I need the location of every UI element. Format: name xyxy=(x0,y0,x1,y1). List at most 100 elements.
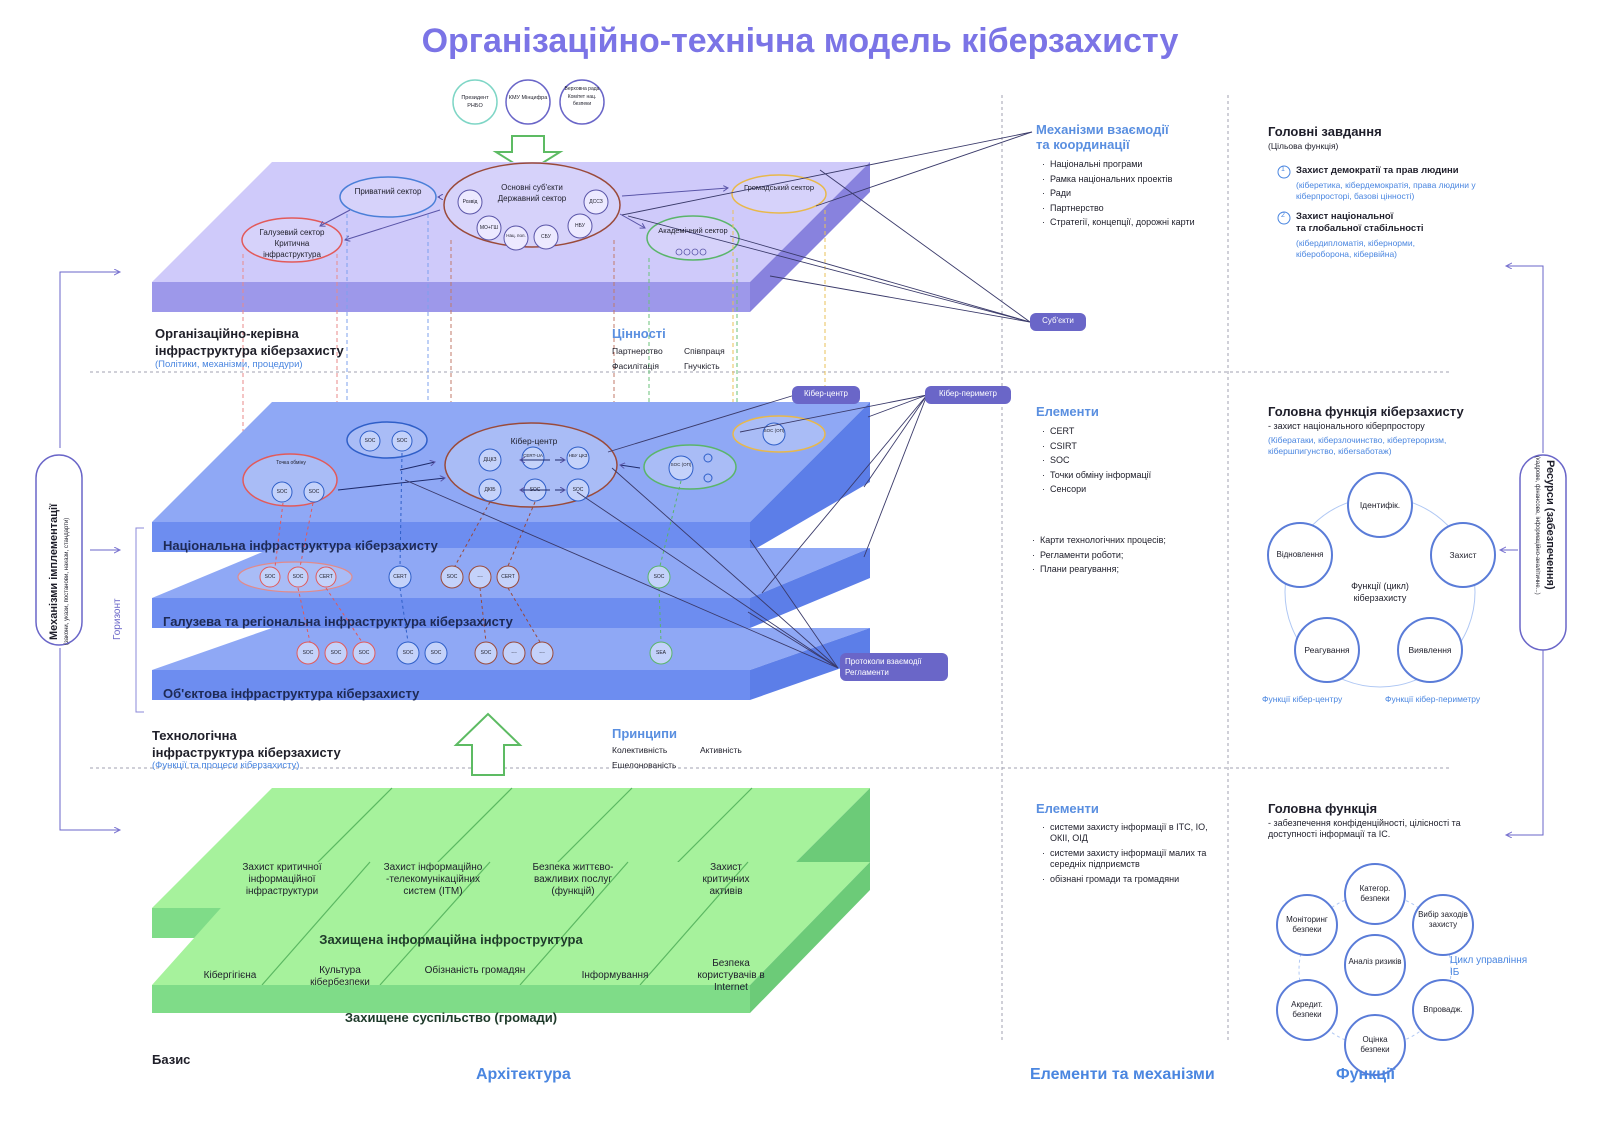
r-soc-1: SOC xyxy=(264,574,276,580)
actor-kmu xyxy=(505,79,551,125)
o-ellipsis-2: ... xyxy=(539,648,545,655)
cycle-detect: Виявлення xyxy=(1408,645,1452,655)
tasks-title: Головні завдання xyxy=(1268,124,1382,139)
national-layer-front xyxy=(152,522,750,552)
node-dckz: ДЦКЗ xyxy=(483,457,497,463)
cyber-cycle-center: Функції (цикл) кіберзахисту xyxy=(1351,581,1409,603)
node-nbu-ckz: НБУ ЦКЗ xyxy=(568,453,588,458)
actor-president-label: Президент РНБО xyxy=(461,95,489,109)
society-cell-5: Безпека користувачів в Internet xyxy=(697,958,765,993)
footer-architecture: Архітектура xyxy=(476,1066,571,1083)
civil-sector-label: Громадський сектор xyxy=(743,183,815,192)
is-implement: Впровадж. xyxy=(1423,1005,1463,1014)
function-subtitle: - захист національного кіберпростору xyxy=(1268,421,1425,431)
function-title: Головна функція кіберзахисту xyxy=(1268,404,1464,419)
base-cell-1: Захист критичної інформаційної інфрастру… xyxy=(242,862,322,897)
mechanisms-list: Національні програми Рамка національних … xyxy=(1040,157,1220,230)
task1-title: Захист демократії та прав людини xyxy=(1296,165,1459,176)
actor-kmu-label: КМУ Мінцифра xyxy=(508,95,548,101)
page-title: Організаційно-технічна модель кіберзахис… xyxy=(421,22,1179,60)
tasks-subtitle: (Цільова функція) xyxy=(1268,141,1339,151)
node-rozvid: Розвід xyxy=(462,199,478,205)
principles-title: Принципи xyxy=(612,726,677,741)
regional-layer-front xyxy=(152,598,750,628)
node-sbu: СБУ xyxy=(541,234,551,240)
r-soc-4: SOC xyxy=(653,574,665,580)
object-layer-front xyxy=(152,670,750,700)
elements-title-2: Елементи xyxy=(1036,801,1099,816)
cycle-recover: Відновлення xyxy=(1276,550,1324,559)
is-assess: Оцінка безпеки xyxy=(1360,1035,1390,1054)
civil-sector-ellipse xyxy=(731,174,827,214)
academic-sector-label: Академічний сектор xyxy=(658,226,728,235)
soc-4: SOC xyxy=(308,489,320,495)
org-layer-side xyxy=(750,162,870,312)
r-cert-3: CERT xyxy=(501,574,515,580)
cyber-perimeter-badge-label: Кібер-периметр xyxy=(939,389,997,398)
is-accredit: Акредит. безпеки xyxy=(1291,1000,1323,1019)
elements-list-1: CERT CSIRT SOC Точки обміну інформації С… xyxy=(1040,424,1220,497)
o-soc-3: SOC xyxy=(358,650,370,656)
cycle-identify: Ідентифік. xyxy=(1359,500,1401,510)
function-note: (Кібератаки, кіберзлочинство, кібертерор… xyxy=(1268,435,1447,456)
cyber-center-label: Кібер-центр xyxy=(510,436,558,446)
private-sector-label: Приватний сектор xyxy=(354,187,422,196)
o-soc-4: SOC xyxy=(402,650,414,656)
protected-society-label: Захищене суспільство (громади) xyxy=(344,1010,558,1025)
subjects-badge-label: Суб'єкти xyxy=(1042,316,1074,325)
cycle-respond: Реагування xyxy=(1304,645,1350,655)
protected-society-front xyxy=(152,985,750,1013)
node-dkib: ДКІБ xyxy=(484,487,496,493)
o-soc-5: SOC xyxy=(430,650,442,656)
r-soc-2: SOC xyxy=(292,574,304,580)
regional-layer-label: Галузева та регіональна інфраструктура к… xyxy=(163,614,513,629)
horizon-label: Горизонт xyxy=(112,598,123,640)
r-soc-3: SOC xyxy=(446,574,458,580)
r-cert-1: CERT xyxy=(319,574,333,580)
node-nat-pol: Нац. пол. xyxy=(506,233,526,238)
node-dssz: ДССЗ xyxy=(589,199,603,205)
cycle-protect: Захист xyxy=(1449,550,1477,560)
resources-sub: (кадрове, фінансове, інформаційно-аналіт… xyxy=(1534,456,1540,595)
resources-label: Ресурси (забезпечення) xyxy=(1544,460,1556,590)
cyber-center-badge xyxy=(792,386,860,404)
subjects-badge xyxy=(1030,313,1086,331)
o-soc-2: SOC xyxy=(330,650,342,656)
up-arrow xyxy=(453,712,523,776)
society-cell-2: Культура кібербезпеки xyxy=(310,965,370,988)
r-ellipsis: ... xyxy=(477,572,483,579)
task2-number: 2 xyxy=(1281,212,1285,219)
academic-sector-ellipse xyxy=(646,215,740,261)
task1-sub: (кіберетика, кібердемократія, права люди… xyxy=(1296,180,1476,201)
is-monitor: Моніторинг безпеки xyxy=(1286,915,1328,934)
protocols-badge xyxy=(840,653,948,681)
soc-pair-ellipse xyxy=(346,421,428,459)
elements-list-2: системи захисту інформації в ІТС, ІО, ОК… xyxy=(1040,822,1220,885)
org-layer-subtitle: (Політики, механізми, процедури) xyxy=(155,359,303,370)
exchange-point-label: Точка обміну xyxy=(276,460,306,466)
actor-rada-label: Верховна рада Комітет нац. безпеки xyxy=(564,86,600,107)
society-cell-3: Обізнаність громадян xyxy=(424,965,526,976)
soc-1: SOC xyxy=(364,438,376,444)
center-functions-label: Функції кібер-центру xyxy=(1262,694,1343,704)
main-function-title: Головна функція xyxy=(1268,801,1378,816)
is-cycle-ring xyxy=(1298,893,1452,1047)
private-sector-ellipse xyxy=(339,176,437,218)
soc-op-2: SOC (ОП) xyxy=(763,428,785,433)
soc-3: SOC xyxy=(276,489,288,495)
principles-list-2: Активність xyxy=(700,745,742,755)
soc-op-1: SOC (ОП) xyxy=(670,462,692,467)
cyber-perimeter-badge xyxy=(925,386,1011,404)
tech-layer-subtitle: (Функції та процеси кіберзахисту) xyxy=(152,760,300,771)
node-soc-a: SOC xyxy=(529,487,541,493)
resources-pill xyxy=(1519,454,1567,651)
footer-elements: Елементи та механізми xyxy=(1030,1066,1215,1083)
